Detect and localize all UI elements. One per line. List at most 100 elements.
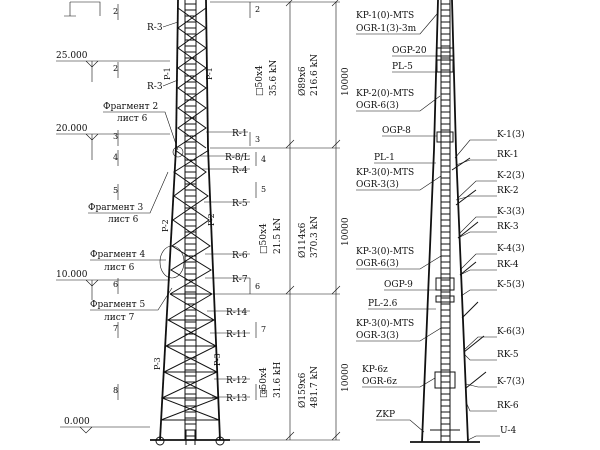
member-r6: R-6	[232, 251, 248, 261]
elevation-20-label: 20.000	[56, 124, 88, 134]
level-mark: 2	[113, 7, 118, 16]
label-ogr1: OGR-1(3)-3m	[356, 23, 417, 34]
section-2-length: 10000	[341, 217, 351, 246]
section-dimensions: □50x4 35.6 kN Ø89x6 216.6 kN 10000 □50x4…	[210, 0, 351, 441]
member-r1: R-1	[232, 129, 248, 139]
member-r5: R-5	[232, 199, 248, 209]
section-1: □50x4 35.6 kN Ø89x6 216.6 kN 10000	[255, 54, 351, 96]
elevation-0: 0.000	[60, 417, 150, 434]
fragment-title: Фрагмент 4	[90, 250, 145, 260]
section-3: □50x4 31.6 kH Ø159x6 481.7 kN 10000	[259, 362, 351, 408]
level-mark: 5	[113, 186, 118, 195]
section-1-pipe: Ø89x6	[297, 66, 308, 96]
section-1-length: 10000	[341, 67, 351, 96]
member-r13: R-13	[226, 394, 248, 404]
member-r3-top: R-3	[147, 23, 163, 33]
section-3-force: 481.7 kN	[310, 366, 320, 408]
section-2-brace: □50x4	[259, 223, 269, 254]
label-kp3-c: KP-3(0)-MTS	[356, 318, 414, 329]
elevation-25: 25.000	[56, 51, 170, 82]
section-mark: 8	[261, 387, 266, 396]
label-ogp9: OGP-9	[384, 280, 413, 290]
elevation-0-label: 0.000	[64, 417, 90, 427]
section-mark: 2	[255, 5, 260, 14]
fragment-title: Фрагмент 5	[90, 300, 145, 310]
label-ogp8: OGP-8	[382, 126, 411, 136]
fragment-title: Фрагмент 2	[103, 102, 158, 112]
section-3-brace: □50x4	[259, 367, 269, 398]
label-k1: K-1(3)	[497, 129, 525, 140]
label-kp3-a: KP-3(0)-MTS	[356, 167, 414, 178]
elevation-25-label: 25.000	[56, 51, 88, 61]
label-rk5: RK-5	[497, 350, 519, 360]
fragment-sheet: лист 6	[117, 114, 148, 124]
member-r11: R-11	[226, 330, 247, 340]
right-tower-left-labels: KP-1(0)-MTS OGR-1(3)-3m OGP-20 PL-5 KP-2…	[356, 10, 442, 433]
section-3-load: 31.6 kH	[273, 362, 283, 398]
label-k4: K-4(3)	[497, 243, 525, 254]
label-k7: K-7(3)	[497, 376, 525, 387]
label-k5: K-5(3)	[497, 279, 525, 290]
label-pl5: PL-5	[392, 62, 413, 72]
member-p1-right: P-1	[205, 67, 214, 80]
section-mark: 7	[261, 325, 266, 334]
fragment-2: Фрагмент 2 лист 6	[103, 102, 184, 158]
section-3-pipe: Ø159x6	[297, 372, 308, 408]
label-rk2: RK-2	[497, 186, 519, 196]
label-rk6: RK-6	[497, 401, 519, 411]
member-p2-left: P-2	[161, 219, 170, 232]
label-kp1: KP-1(0)-MTS	[356, 10, 414, 21]
label-ogr3-b: OGR-3(3)	[356, 330, 399, 341]
fragment-sheet: лист 6	[108, 215, 139, 225]
member-r14: R-14	[226, 308, 248, 318]
label-rk3: RK-3	[497, 222, 519, 232]
label-ogp20: OGP-20	[392, 46, 427, 56]
member-r3-mid: R-3	[147, 82, 163, 92]
section-1-load: 35.6 kN	[269, 60, 279, 96]
label-kp2: KP-2(0)-MTS	[356, 88, 414, 99]
member-r4: R-4	[232, 166, 248, 176]
fragment-sheet: лист 6	[104, 263, 135, 273]
level-mark: 4	[113, 153, 118, 162]
member-p3-right: P-3	[213, 353, 222, 366]
label-pl1: PL-1	[374, 153, 395, 163]
label-ogr6-a: OGR-6(3)	[356, 100, 399, 111]
label-u4: U-4	[500, 426, 516, 436]
label-rk4: RK-4	[497, 260, 519, 270]
section-1-brace: □50x4	[255, 65, 265, 96]
section-mark: 6	[255, 282, 260, 291]
level-mark: 3	[113, 132, 118, 141]
fragment-title: Фрагмент 3	[88, 203, 143, 213]
member-p1-left: P-1	[163, 67, 172, 80]
fragment-3: Фрагмент 3 лист 6	[88, 171, 169, 225]
label-ogr6z: OGR-6z	[362, 377, 397, 387]
member-p3-left: P-3	[153, 357, 162, 370]
label-ogr6-b: OGR-6(3)	[356, 258, 399, 269]
right-tower-right-labels: K-1(3) RK-1 K-2(3) RK-2 K-3(3) RK-3 K-4(…	[454, 129, 525, 441]
elevation-10-label: 10.000	[56, 270, 88, 280]
fragment-callouts: Фрагмент 2 лист 6 Фрагмент 3 лист 6 Фраг…	[88, 102, 185, 323]
fragment-5: Фрагмент 5 лист 7	[90, 287, 173, 323]
section-mark: 5	[261, 185, 266, 194]
section-2-pipe: Ø114x6	[297, 222, 308, 258]
elevation-10: 10.000	[56, 270, 170, 300]
member-r7: R-7	[232, 275, 248, 285]
section-2-load: 21.5 kN	[273, 218, 283, 254]
level-mark: 6	[113, 280, 118, 289]
section-mark: 4	[261, 155, 266, 164]
level-mark: 7	[113, 324, 118, 333]
right-tower	[410, 0, 487, 443]
left-level-marks: 2 2 3 4 5 6 7 8	[113, 4, 119, 400]
section-mark: 3	[255, 135, 260, 144]
left-tower-labels: R-3 R-3 P-1 P-1 R-1 R-8/L R-4 R-5 P-2 P-…	[147, 21, 250, 404]
label-zkp: ZKP	[376, 410, 395, 420]
level-mark: 8	[113, 386, 118, 395]
section-1-force: 216.6 kN	[310, 54, 320, 96]
label-k3: K-3(3)	[497, 206, 525, 217]
member-r8l: R-8/L	[225, 153, 250, 163]
level-mark: 2	[113, 64, 118, 73]
member-r12: R-12	[226, 376, 247, 386]
label-kp3-b: KP-3(0)-MTS	[356, 246, 414, 257]
